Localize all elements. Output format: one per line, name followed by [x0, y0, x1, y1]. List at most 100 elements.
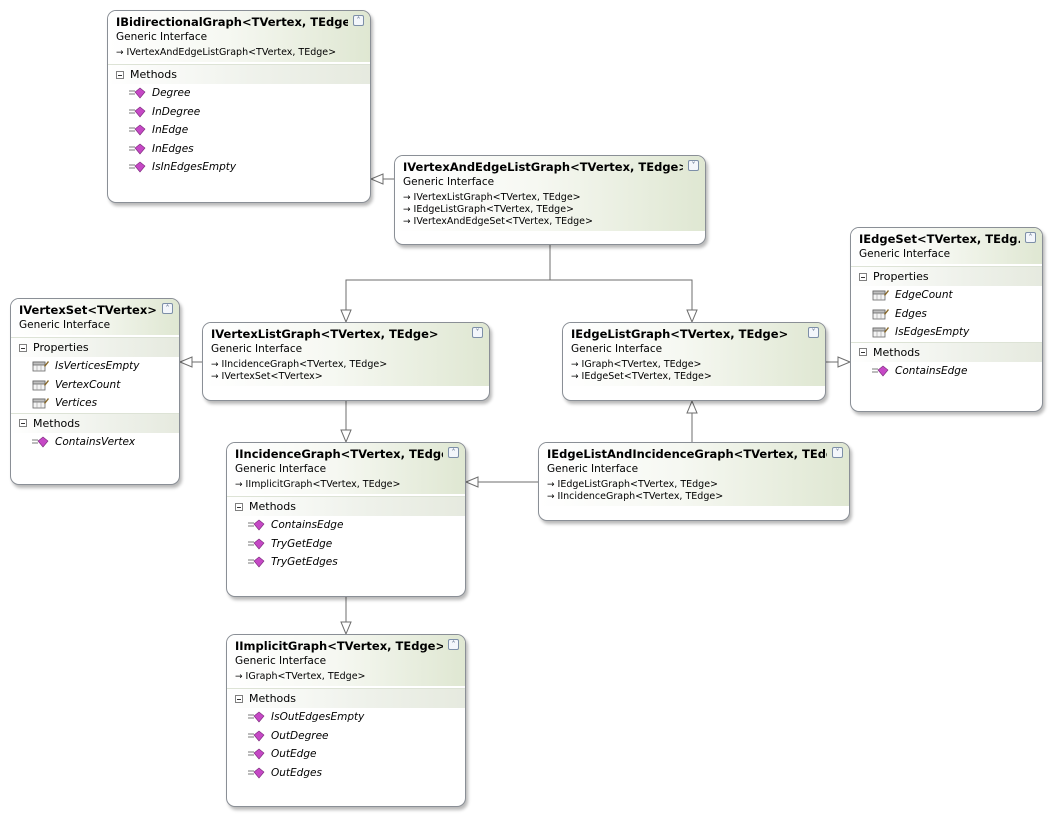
property-item[interactable]: VertexCount	[11, 376, 179, 395]
collapse-toggle-icon[interactable]	[19, 419, 27, 427]
shape-title: IEdgeSet<TVertex, TEdg...	[859, 232, 1020, 246]
inherited-interface: IVertexAndEdgeListGraph<TVertex, TEdge>	[116, 47, 348, 59]
property-item[interactable]: IsVerticesEmpty	[11, 357, 179, 376]
collapse-toggle-icon[interactable]	[859, 272, 867, 281]
compartment-label: Methods	[33, 416, 80, 430]
inherited-interface: IEdgeListGraph<TVertex, TEdge>	[547, 479, 827, 491]
shape-title: IBidirectionalGraph<TVertex, TEdge>	[116, 15, 348, 29]
method-item[interactable]: InEdge	[108, 121, 370, 140]
expand-chevron-icon[interactable]: ˅	[688, 160, 699, 171]
compartment-header[interactable]: Methods	[11, 412, 179, 433]
method-item[interactable]: TryGetEdge	[227, 535, 465, 554]
member-name: IsVerticesEmpty	[55, 360, 140, 373]
shape-title: IImplicitGraph<TVertex, TEdge>	[235, 639, 443, 653]
connector-vertexandedge-to-vertexlist	[345, 245, 551, 322]
arrowhead-bidirectional	[369, 173, 384, 185]
property-item[interactable]: Edges	[851, 305, 1042, 324]
member-name: TryGetEdge	[271, 537, 333, 550]
expand-chevron-icon[interactable]: ˅	[472, 327, 483, 338]
method-icon	[248, 748, 265, 760]
inherited-interface: IVertexListGraph<TVertex, TEdge>	[403, 192, 683, 204]
method-item[interactable]: OutEdges	[227, 764, 465, 783]
method-item[interactable]: InEdges	[108, 140, 370, 159]
ivertexlistgraph-shape[interactable]: IVertexListGraph<TVertex, TEdge>Generic …	[202, 322, 490, 401]
shape-header: IVertexAndEdgeListGraph<TVertex, TEdge>G…	[395, 156, 705, 231]
method-item[interactable]: InDegree	[108, 103, 370, 122]
shape-header: IBidirectionalGraph<TVertex, TEdge> Gener…	[108, 11, 370, 62]
property-item[interactable]: EdgeCount	[851, 286, 1042, 305]
ibidirectionalgraph-shape[interactable]: IBidirectionalGraph<TVertex, TEdge> Gener…	[107, 10, 371, 203]
shape-header: IVertexListGraph<TVertex, TEdge>Generic …	[203, 323, 489, 386]
compartment-label: Methods	[249, 692, 296, 705]
method-item[interactable]: ContainsEdge	[851, 362, 1042, 381]
collapse-toggle-icon[interactable]	[859, 348, 867, 356]
shape-kind: Generic Interface	[547, 463, 639, 475]
expand-chevron-icon[interactable]: ˅	[832, 447, 843, 458]
method-item[interactable]: IsInEdgesEmpty	[108, 158, 370, 177]
collapse-chevron-icon[interactable]: ˄	[162, 303, 173, 314]
ivertexset-shape[interactable]: IVertexSet<TVertex>Generic Interface˄Pro…	[10, 298, 180, 485]
property-icon	[32, 361, 49, 372]
ivertexandedgelistgraph-shape[interactable]: IVertexAndEdgeListGraph<TVertex, TEdge>G…	[394, 155, 706, 245]
shape-kind: Generic Interface	[571, 343, 663, 355]
compartment-header[interactable]: Methods	[108, 64, 370, 84]
inheritance-list: IEdgeListGraph<TVertex, TEdge>IIncidence…	[547, 479, 827, 503]
method-icon	[129, 161, 146, 173]
inherited-interface: IIncidenceGraph<TVertex, TEdge>	[211, 359, 467, 371]
shape-title: IVertexAndEdgeListGraph<TVertex, TEdge>	[403, 160, 683, 174]
method-item[interactable]: Degree	[108, 84, 370, 103]
member-name: OutEdge	[271, 748, 317, 761]
member-name: Edges	[895, 307, 927, 320]
collapse-toggle-icon[interactable]	[19, 343, 27, 352]
member-name: IsEdgesEmpty	[895, 326, 970, 339]
shape-header: IEdgeListAndIncidenceGraph<TVertex, TEdg…	[539, 443, 849, 506]
member-name: TryGetEdges	[271, 556, 338, 569]
method-item[interactable]: OutEdge	[227, 745, 465, 764]
shape-kind: Generic Interface	[116, 31, 208, 43]
method-icon	[129, 124, 146, 136]
compartment-label: Methods	[873, 345, 920, 359]
collapse-chevron-icon[interactable]: ˄	[353, 15, 364, 26]
property-item[interactable]: Vertices	[11, 394, 179, 413]
shape-title: IVertexListGraph<TVertex, TEdge>	[211, 327, 439, 341]
iincidencegraph-shape[interactable]: IIncidenceGraph<TVertex, TEdge>Generic I…	[226, 442, 466, 597]
inheritance-list: IGraph<TVertex, TEdge>IEdgeSet<TVertex, …	[571, 359, 803, 383]
method-item[interactable]: ContainsEdge	[227, 516, 465, 535]
compartment-header[interactable]: Methods	[851, 341, 1042, 362]
compartment-label: Properties	[33, 341, 89, 354]
compartment-header[interactable]: Properties	[851, 266, 1042, 286]
method-icon	[248, 730, 265, 742]
collapse-chevron-icon[interactable]: ˄	[1025, 232, 1036, 243]
collapse-toggle-icon[interactable]	[235, 694, 243, 703]
member-name: VertexCount	[55, 378, 121, 391]
expand-chevron-icon[interactable]: ˅	[808, 327, 819, 338]
collapse-chevron-icon[interactable]: ˄	[448, 639, 459, 650]
collapse-chevron-icon[interactable]: ˄	[448, 447, 459, 458]
property-item[interactable]: IsEdgesEmpty	[851, 323, 1042, 342]
collapse-toggle-icon[interactable]	[116, 70, 124, 79]
iedgelistandincidencegraph-shape[interactable]: IEdgeListAndIncidenceGraph<TVertex, TEdg…	[538, 442, 850, 521]
collapse-toggle-icon[interactable]	[235, 502, 243, 511]
inheritance-list: IIncidenceGraph<TVertex, TEdge>IVertexSe…	[211, 359, 467, 383]
member-name: ContainsVertex	[55, 435, 136, 448]
method-item[interactable]: OutDegree	[227, 727, 465, 746]
inherited-interface: IImplicitGraph<TVertex, TEdge>	[235, 479, 443, 491]
compartment-header[interactable]: Methods	[227, 496, 465, 516]
member-name: IsOutEdgesEmpty	[271, 711, 365, 724]
method-item[interactable]: ContainsVertex	[11, 433, 179, 452]
compartment-label: Properties	[873, 270, 929, 283]
shape-kind: Generic Interface	[19, 319, 111, 331]
method-item[interactable]: TryGetEdges	[227, 553, 465, 572]
iimplicitgraph-shape[interactable]: IImplicitGraph<TVertex, TEdge>Generic In…	[226, 634, 466, 807]
compartment-header[interactable]: Methods	[227, 688, 465, 708]
compartment-header[interactable]: Properties	[11, 337, 179, 357]
iedgeset-shape[interactable]: IEdgeSet<TVertex, TEdg...Generic Interfa…	[850, 227, 1043, 412]
method-item[interactable]: IsOutEdgesEmpty	[227, 708, 465, 727]
iedgelistgraph-shape[interactable]: IEdgeListGraph<TVertex, TEdge>Generic In…	[562, 322, 826, 401]
member-name: InEdge	[152, 124, 189, 137]
member-name: ContainsEdge	[271, 519, 344, 532]
